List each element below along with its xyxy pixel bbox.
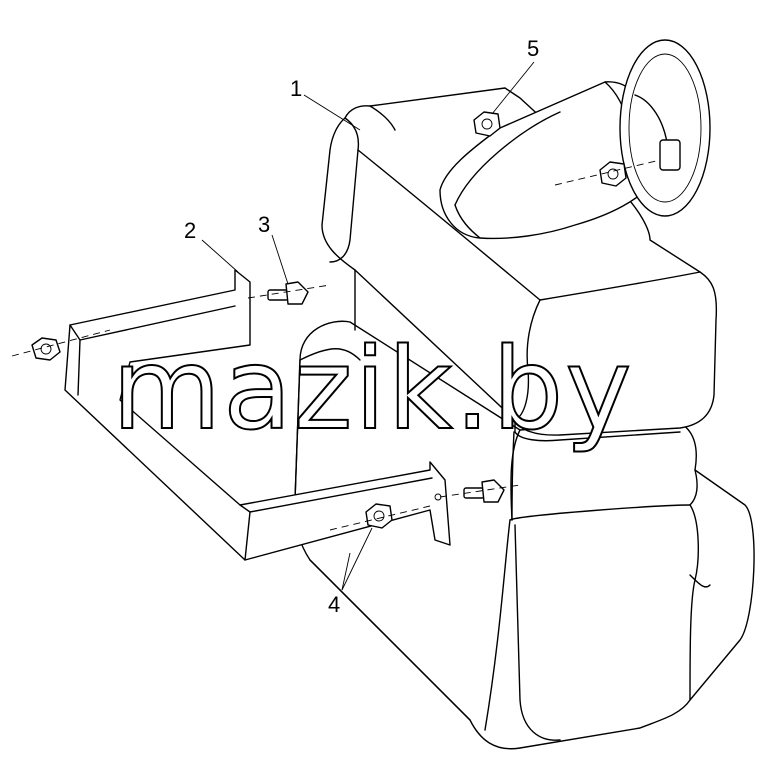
callout-3: 3 — [258, 212, 289, 285]
watermark: mazik.by — [112, 325, 633, 455]
callout-5: 5 — [491, 36, 539, 115]
nut-4-icon — [365, 503, 393, 529]
bolt-right-icon — [463, 479, 505, 503]
bracket — [64, 269, 451, 561]
callout-2-label: 2 — [184, 218, 196, 243]
nut-5-icon — [473, 111, 501, 137]
callout-5-label: 5 — [527, 36, 539, 61]
callout-4: 4 — [328, 527, 373, 617]
centerlines — [11, 159, 661, 531]
callout-2: 2 — [184, 218, 239, 273]
callout-4-label: 4 — [328, 592, 340, 617]
inlet-pipe — [439, 39, 711, 240]
nut-left-icon — [31, 337, 61, 361]
nut-pipe-icon — [599, 161, 627, 187]
bolt-3-icon — [267, 281, 309, 305]
callout-1-label: 1 — [290, 76, 302, 101]
callout-1: 1 — [290, 76, 361, 131]
fasteners — [31, 111, 627, 529]
callout-3-label: 3 — [258, 212, 270, 237]
